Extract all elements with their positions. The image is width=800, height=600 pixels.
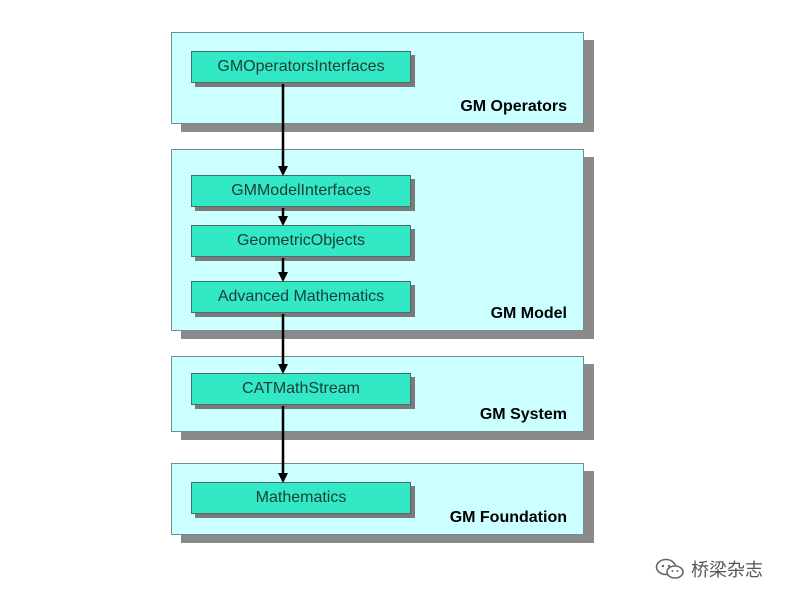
wechat-icon (655, 558, 684, 579)
module-label: GMOperatorsInterfaces (217, 58, 385, 75)
module-label: GMModelInterfaces (231, 182, 371, 199)
module-label: Mathematics (255, 489, 347, 506)
watermark: 桥梁杂志 (655, 556, 763, 582)
module-gmmodelinterfaces: GMModelInterfaces (191, 175, 411, 207)
watermark-text: 桥梁杂志 (691, 560, 763, 580)
layer-label-gm-operators: GM Operators (460, 98, 567, 115)
layer-label-gm-system: GM System (479, 406, 567, 423)
module-catmathstream: CATMathStream (191, 373, 411, 405)
layer-label-gm-model: GM Model (490, 305, 567, 322)
module-label: Advanced Mathematics (217, 288, 385, 305)
module-label: CATMathStream (242, 380, 360, 397)
module-mathematics: Mathematics (191, 482, 411, 514)
module-label: GeometricObjects (236, 232, 366, 249)
module-gmoperatorsinterfaces: GMOperatorsInterfaces (191, 51, 411, 83)
module-geometricobjects: GeometricObjects (191, 225, 411, 257)
layer-label-gm-foundation: GM Foundation (449, 509, 567, 526)
module-advancedmathematics: Advanced Mathematics (191, 281, 411, 313)
